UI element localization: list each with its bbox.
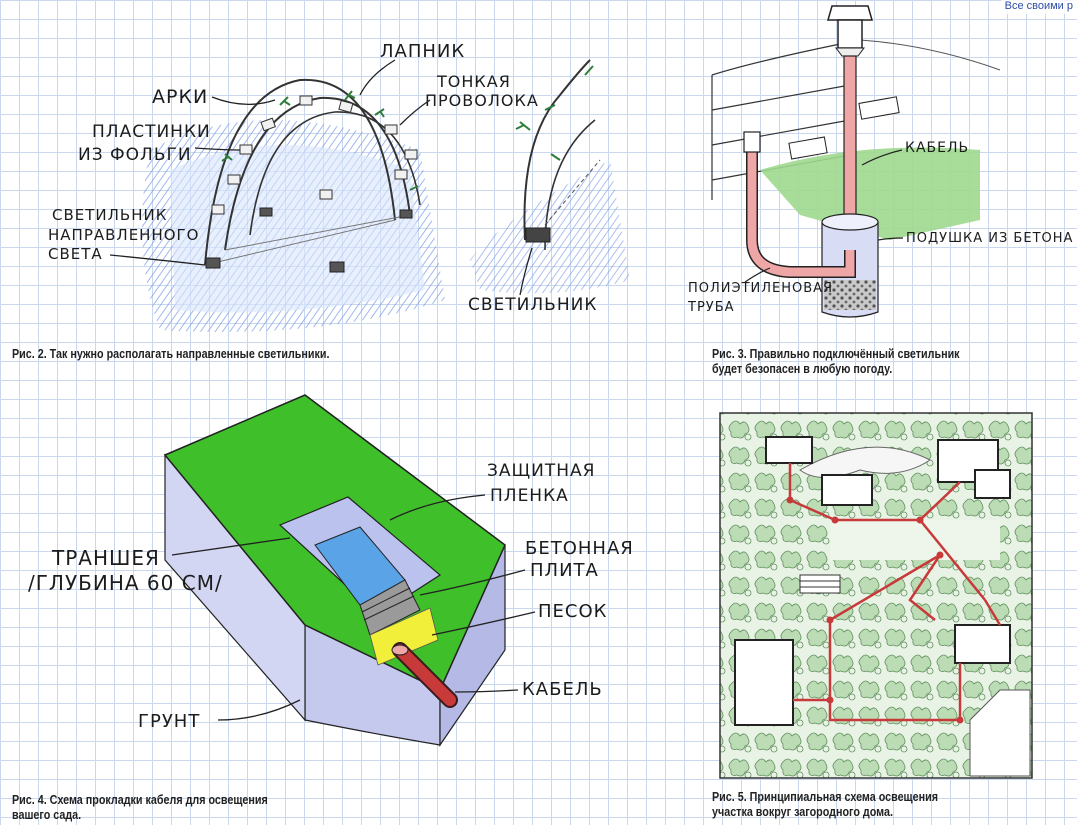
label-thin-wire-1: ТОНКАЯ: [436, 72, 511, 91]
label-film-1: ЗАЩИТНАЯ: [487, 461, 595, 481]
label-cable-fig3: КАБЕЛЬ: [905, 140, 969, 156]
label-sand: ПЕСОК: [538, 601, 607, 622]
caption-figure-4: Рис. 4. Схема прокладки кабеля для освещ…: [12, 793, 268, 822]
label-lapnik: ЛАПНИК: [380, 41, 465, 62]
caption-figure-3: Рис. 3. Правильно подключённый светильни…: [712, 347, 960, 376]
label-directed-2: НАПРАВЛЕННОГО: [48, 226, 200, 244]
label-directed-1: СВЕТИЛЬНИК: [52, 206, 167, 224]
label-directed-3: СВЕТА: [48, 245, 103, 263]
label-slab-2: ПЛИТА: [530, 560, 599, 581]
label-pipe-1: ПОЛИЭТИЛЕНОВАЯ: [688, 281, 833, 296]
label-foil-2: ИЗ ФОЛЬГИ: [78, 145, 192, 165]
label-pipe-2: ТРУБА: [687, 300, 735, 315]
figure-5-site-plan: [719, 412, 1033, 779]
caption-figure-5: Рис. 5. Принципиальная схема освещения у…: [712, 790, 938, 819]
figure-4-cable-trench: ЗАЩИТНАЯ ПЛЕНКА БЕТОННАЯ ПЛИТА ТРАНШЕЯ /…: [28, 394, 634, 747]
figure-3-connected-lamp: КАБЕЛЬ ПОДУШКА ИЗ БЕТОНА ПОЛИЭТИЛЕНОВАЯ …: [687, 5, 1073, 318]
label-film-2: ПЛЕНКА: [490, 486, 569, 506]
label-trench-2: /ГЛУБИНА 60 СМ/: [28, 571, 223, 595]
label-arches: АРКИ: [152, 86, 208, 108]
label-lamp: СВЕТИЛЬНИК: [468, 295, 597, 315]
label-trench-1: ТРАНШЕЯ: [51, 546, 160, 570]
label-cable-fig4: КАБЕЛЬ: [522, 679, 603, 700]
site-watermark: Все своими р: [1000, 0, 1077, 14]
label-concrete-pad: ПОДУШКА ИЗ БЕТОНА: [906, 231, 1073, 246]
label-thin-wire-2: ПРОВОЛОКА: [425, 91, 539, 110]
figure-2-arches-lighting: АРКИ ЛАПНИК ТОНКАЯ ПРОВОЛОКА ПЛАСТИНКИ И…: [48, 41, 630, 332]
label-foil-1: ПЛАСТИНКИ: [92, 122, 211, 142]
label-soil: ГРУНТ: [138, 711, 200, 732]
caption-figure-2: Рис. 2. Так нужно располагать направленн…: [12, 347, 330, 361]
label-slab-1: БЕТОННАЯ: [525, 538, 634, 559]
